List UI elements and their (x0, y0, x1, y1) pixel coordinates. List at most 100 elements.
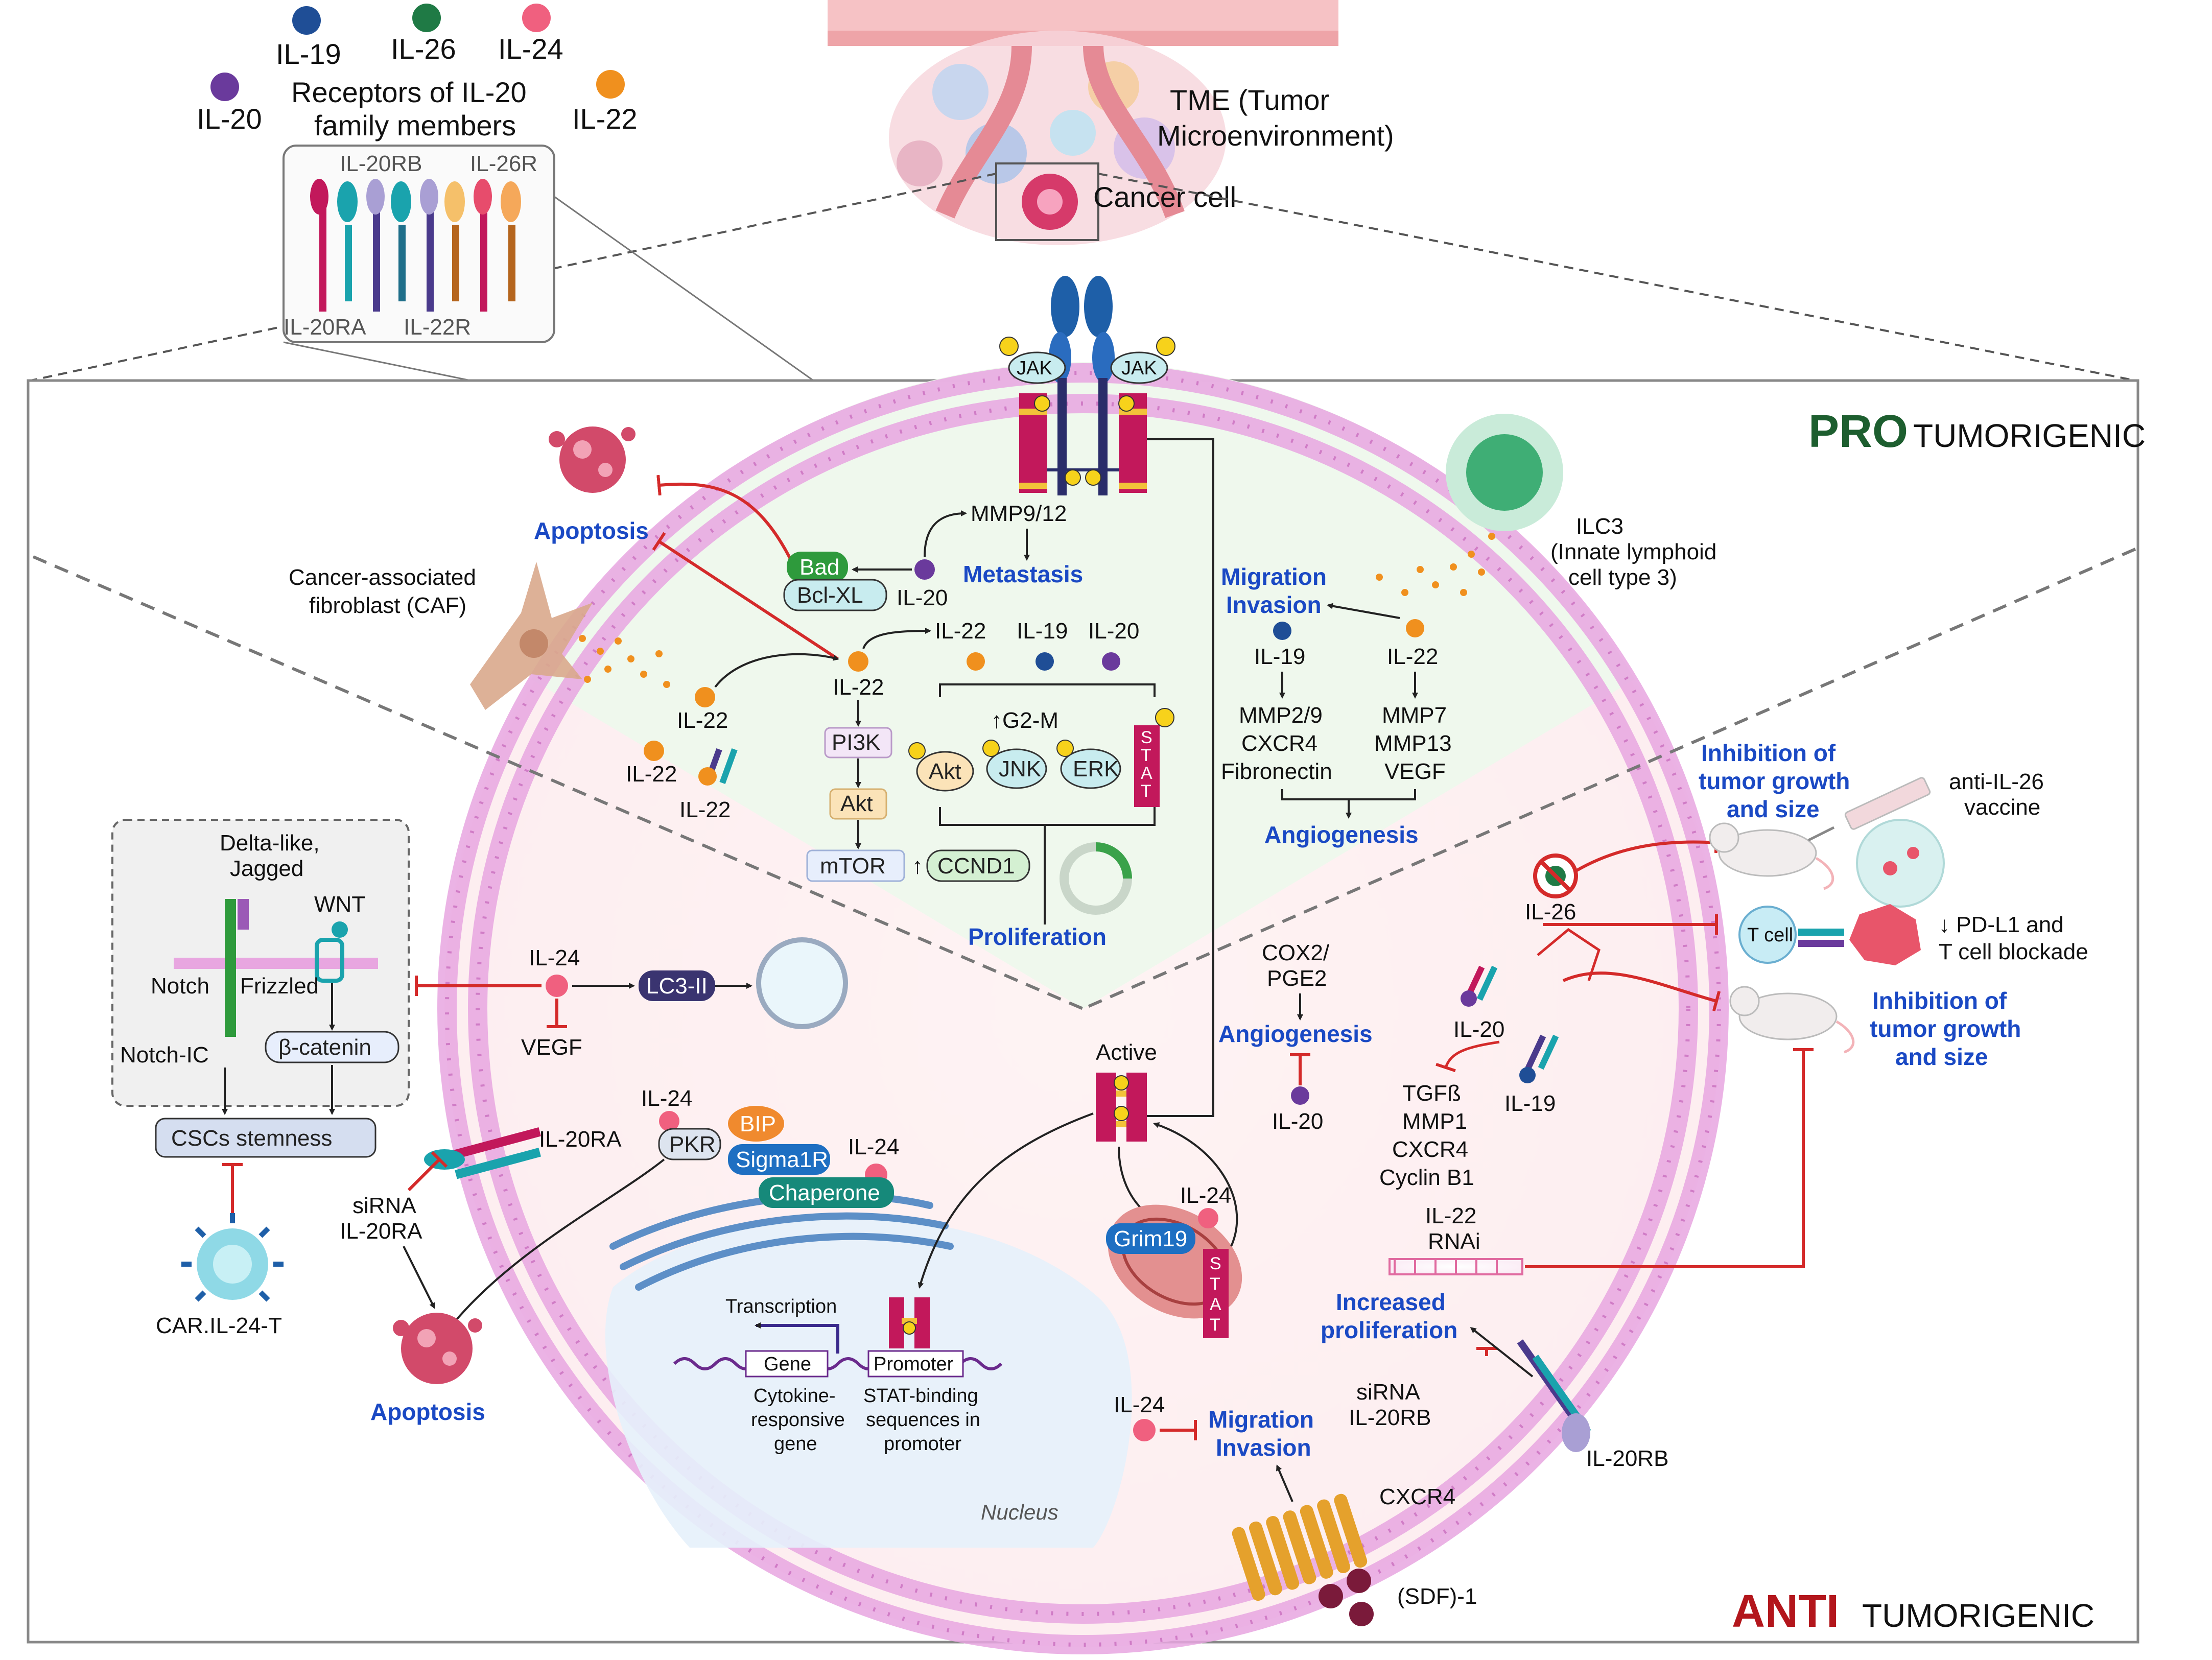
to-mouse-inhibit (1562, 971, 1721, 1012)
pro-migration: Migration (1221, 563, 1327, 590)
il24-dot-e (1133, 1419, 1156, 1441)
jak-to-active-arrow (1140, 438, 1214, 1119)
pi3k-box (824, 727, 892, 758)
anti-il24-b: IL-24 (641, 1086, 692, 1111)
erk-label: ERK (1073, 756, 1119, 781)
bcatenin-box (265, 1031, 399, 1063)
pro-mmp7: MMP7 (1382, 703, 1447, 728)
pro-metastasis: Metastasis (963, 561, 1083, 587)
receptor-chains (310, 179, 521, 312)
bad-box (787, 552, 848, 582)
akt-ellipse-label: Akt (929, 759, 961, 784)
bclxl-label: Bcl-XL (797, 583, 863, 608)
il24-dot-a (546, 975, 568, 997)
cxcr4-to-migration (1276, 1464, 1293, 1502)
chaperone-box (759, 1177, 894, 1208)
anti-sdf1: (SDF)-1 (1397, 1584, 1477, 1609)
pro-mmp13: MMP13 (1374, 731, 1452, 756)
inc-prolif-1: Increased (1336, 1289, 1446, 1315)
il20rb-receptor-anti (1517, 1339, 1591, 1452)
il22-receptor-complex (698, 748, 738, 786)
anti-il20-a: IL-20 (1272, 1109, 1323, 1134)
pro-il22-d: IL-22 (935, 619, 986, 644)
pro-fibronectin: Fibronectin (1221, 759, 1332, 784)
il22-dot-central (848, 651, 868, 672)
il22-dot-b (644, 741, 664, 761)
sigma1r-label: Sigma1R (736, 1147, 828, 1172)
bad-inhibits-apoptosis (656, 475, 793, 563)
receptors-title-1: Receptors of IL-20 (291, 76, 527, 108)
anti-rnai: RNAi (1428, 1229, 1480, 1254)
il20-dot-pro (914, 559, 935, 580)
inhibit1-2: tumor growth (1699, 768, 1850, 794)
vaccine-2: vaccine (1964, 795, 2040, 820)
cscs-label: CSCs stemness (171, 1126, 332, 1151)
ilc3-label-3: cell type 3) (1568, 565, 1677, 590)
wnt-label: WNT (314, 892, 365, 917)
anti-angiogenesis: Angiogenesis (1218, 1021, 1373, 1047)
frizzled-receptor (315, 938, 344, 983)
pro-il22-right: IL-22 (1387, 644, 1438, 669)
cyto-label-3: gene (774, 1433, 817, 1455)
jnk-ellipse (986, 748, 1047, 789)
pro-il22-b: IL-22 (626, 762, 677, 787)
anti-vegf: VEGF (521, 1035, 582, 1060)
anti-tgfb: TGFß (1402, 1081, 1461, 1106)
g2m-label: ↑G2-M (991, 708, 1058, 733)
pro-apoptosis: Apoptosis (534, 517, 649, 544)
pro-il20-b: IL-20 (1088, 619, 1139, 644)
nucleus (605, 1217, 1132, 1548)
il19-dot (292, 6, 321, 35)
pi3k-label: PI3K (832, 730, 880, 755)
bracket-top (939, 683, 1156, 697)
notch-receptor (225, 899, 236, 1037)
cyto-label-1: Cytokine- (754, 1385, 836, 1407)
delta-label-2: Jagged (230, 856, 303, 881)
stat-m-s: S (1210, 1254, 1221, 1273)
membrane-inner-dots (476, 401, 1690, 1616)
bip-label: BIP (740, 1111, 776, 1136)
il19-dot-right (1273, 622, 1291, 640)
apoptotic-cell-bottom (393, 1313, 482, 1384)
up-arrow-ccnd1: ↑ (912, 853, 923, 879)
mouse-1 (1709, 822, 1834, 890)
legend-il20rb: IL-20RB (340, 151, 422, 176)
il22-dot-a (695, 687, 715, 707)
il22-to-cytokines-arrow (862, 628, 931, 649)
pdl1-2: T cell blockade (1939, 939, 2088, 964)
sirna-label-1: siRNA (352, 1193, 416, 1218)
il26-to-inhibition (1575, 832, 1719, 872)
anti-header: ANTI (1732, 1586, 1839, 1637)
mtor-box (806, 849, 905, 882)
bad-label: Bad (799, 555, 839, 580)
il20-dot (210, 73, 239, 101)
tcell-interaction (1738, 904, 1921, 965)
delta-label-1: Delta-like, (220, 831, 320, 856)
legend-il19: IL-19 (276, 38, 341, 70)
promoter-label: Promoter (874, 1354, 954, 1375)
il20rb-to-prolif (1470, 1327, 1534, 1378)
caf-label-2: fibroblast (CAF) (309, 593, 466, 618)
ilc3-secretion-dots (1376, 533, 1495, 596)
p-akt (908, 742, 926, 760)
anti-il24-c: IL-24 (848, 1134, 899, 1159)
divider-right (1082, 548, 2136, 1010)
akt-label: Akt (840, 791, 873, 816)
ilc3-nucleus (1466, 434, 1543, 511)
sirna-rb-2: IL-20RB (1349, 1405, 1431, 1430)
pro-mmp912: MMP9/12 (971, 501, 1067, 526)
legend-il26r: IL-26R (470, 151, 537, 176)
anti-il26: IL-26 (1525, 899, 1576, 924)
tcell-label: T cell (1747, 924, 1793, 946)
active-to-promoter (917, 1112, 1094, 1289)
cscs-box (155, 1118, 376, 1158)
cox-label-2: PGE2 (1267, 966, 1327, 991)
mini-membrane (174, 958, 378, 969)
legend-il26: IL-26 (391, 33, 456, 65)
anti-header-rest: TUMORIGENIC (1862, 1597, 2095, 1634)
il20-inhibits-tgfb (1436, 1040, 1500, 1073)
wnt-ligand (332, 921, 348, 938)
pro-il19-right: IL-19 (1254, 644, 1305, 669)
inc-prolif-2: proliferation (1321, 1317, 1457, 1343)
promoter-box (867, 1350, 964, 1378)
